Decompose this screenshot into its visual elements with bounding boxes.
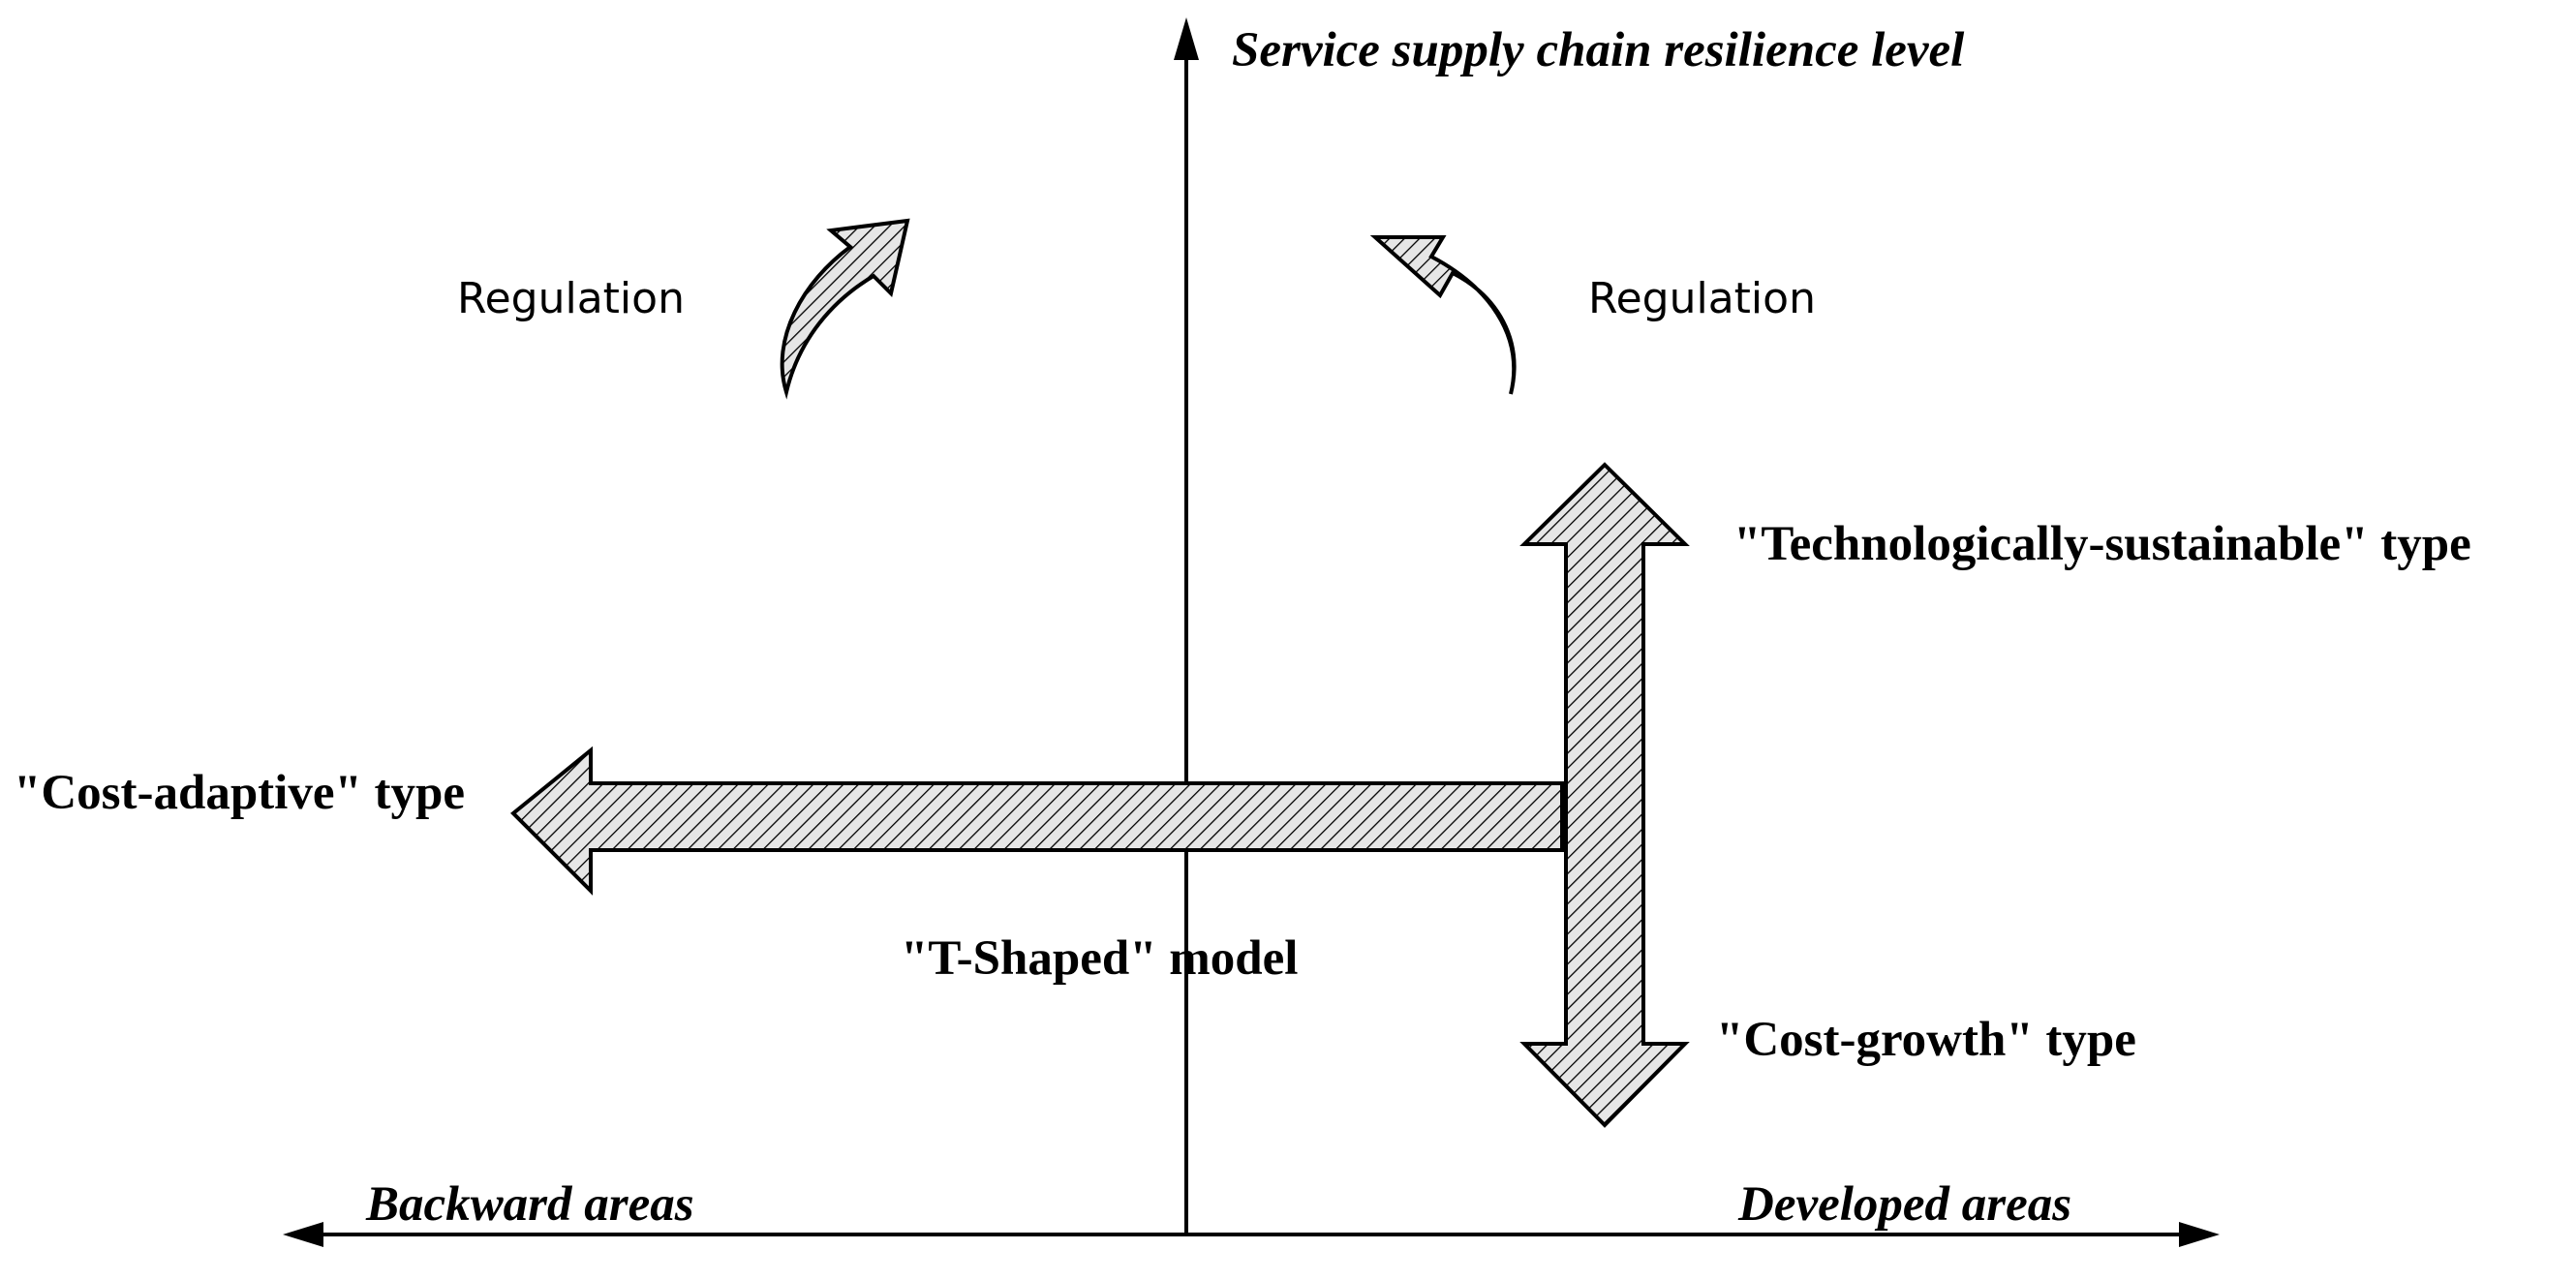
vertical-double-arrow <box>1519 462 1690 1128</box>
technologically-sustainable-label: "Technologically-sustainable" type <box>1733 517 2471 571</box>
cost-growth-label: "Cost-growth" type <box>1716 1013 2136 1067</box>
left-regulation-arrow-icon <box>780 218 910 400</box>
cost-adaptive-label: "Cost-adaptive" type <box>14 766 465 820</box>
right-regulation-arrow-icon <box>1369 235 1517 395</box>
x-axis-left-arrowhead <box>283 1222 323 1247</box>
y-axis-arrowhead <box>1174 17 1199 60</box>
horizontal-arrow <box>510 746 1564 896</box>
x-axis-right-arrowhead <box>2179 1222 2220 1247</box>
x-axis-left-label: Backward areas <box>365 1177 694 1232</box>
y-axis-label: Service supply chain resilience level <box>1232 23 1965 77</box>
left-regulation-label: Regulation <box>457 274 685 323</box>
t-shaped-model-label: "T-Shaped" model <box>901 931 1298 986</box>
right-regulation-label: Regulation <box>1588 274 1816 323</box>
x-axis-right-label: Developed areas <box>1737 1177 2071 1232</box>
